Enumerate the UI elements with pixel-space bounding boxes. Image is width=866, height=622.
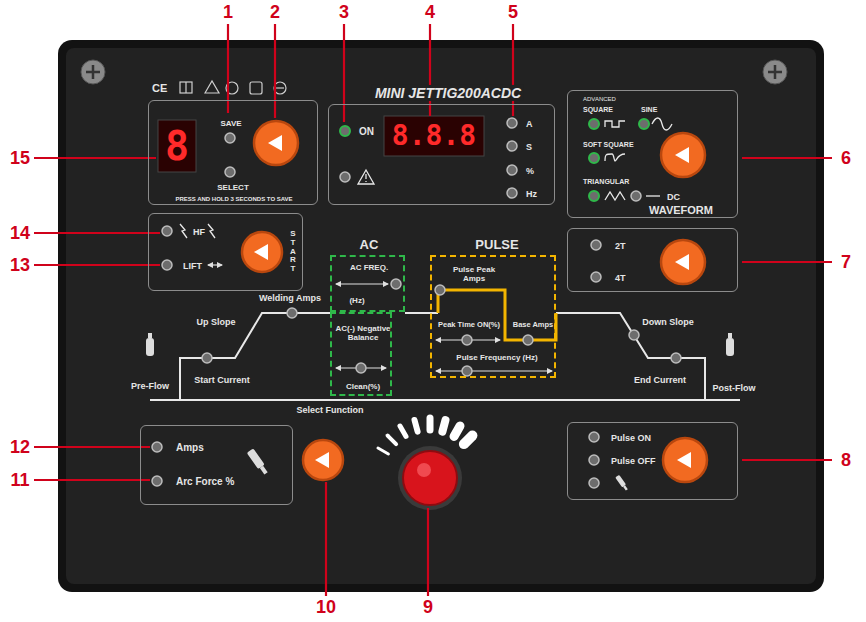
panel-label: Post-Flow bbox=[713, 383, 756, 393]
parameter-zone: ACAC FREQ.(Hz) bbox=[330, 255, 405, 312]
callout-number: 2 bbox=[270, 2, 280, 23]
panel-label: SELECT bbox=[217, 183, 249, 192]
panel-label: SQUARE bbox=[583, 106, 613, 114]
panel-label: AC FREQ. bbox=[350, 263, 388, 272]
panel-label: Pulse OFF bbox=[611, 456, 656, 466]
panel-label: Base Amps bbox=[513, 321, 554, 330]
panel-label: 2T bbox=[615, 241, 626, 251]
display-digit: 8.8.8 bbox=[392, 120, 476, 152]
callout-number: 6 bbox=[841, 148, 851, 169]
panel-label: DC bbox=[667, 192, 680, 202]
panel-label: ADVANCED bbox=[583, 96, 616, 103]
panel-label: Pulse Frequency (Hz) bbox=[456, 353, 537, 362]
panel-label: Amps bbox=[176, 442, 204, 454]
panel-label: Hz bbox=[526, 189, 537, 199]
certification-mark: CE bbox=[152, 82, 167, 95]
parameter-zone: PULSEPulse Peak AmpsPeak Time ON(%)Base … bbox=[430, 255, 556, 378]
panel-label: S bbox=[526, 142, 532, 152]
panel-label: AC bbox=[360, 238, 379, 253]
callout-number: 4 bbox=[425, 2, 435, 23]
panel-label: Start Current bbox=[194, 375, 250, 385]
panel-label: (Hz) bbox=[349, 296, 364, 305]
panel-label: START bbox=[289, 230, 297, 274]
panel-label: WAVEFORM bbox=[649, 204, 713, 217]
callout-number: 15 bbox=[10, 148, 30, 169]
panel-label: Up Slope bbox=[196, 317, 235, 327]
panel-label: SAVE bbox=[220, 119, 241, 128]
panel-label: SOFT SQUARE bbox=[583, 141, 634, 149]
model-name: MINI JETTIG200ACDC bbox=[372, 85, 524, 101]
panel-label: End Current bbox=[634, 375, 686, 385]
panel-label: % bbox=[526, 166, 534, 176]
display-digit: 8 bbox=[165, 123, 189, 169]
parameter-zone: AC(-) Negative BalanceClean(%) bbox=[330, 312, 392, 396]
panel-label: Pulse ON bbox=[611, 433, 651, 443]
panel-label: Welding Amps bbox=[259, 293, 321, 303]
panel-label: LIFT bbox=[183, 261, 202, 271]
callout-number: 9 bbox=[423, 597, 433, 618]
panel-label: PULSE bbox=[475, 238, 518, 253]
callout-number: 10 bbox=[316, 597, 336, 618]
panel-label: ON bbox=[359, 126, 374, 138]
panel-label: PRESS AND HOLD 3 SECONDS TO SAVE bbox=[175, 196, 292, 203]
control-group: HF LIFT START bbox=[148, 213, 303, 291]
panel-label: 4T bbox=[615, 273, 626, 283]
panel-label: Down Slope bbox=[642, 317, 694, 327]
panel-label: Peak Time ON(%) bbox=[438, 321, 500, 330]
callout-number: 13 bbox=[10, 255, 30, 276]
callout-number: 12 bbox=[10, 437, 30, 458]
panel-label: SINE bbox=[641, 106, 657, 114]
leader-lines bbox=[34, 24, 832, 596]
panel-label: Arc Force % bbox=[176, 476, 234, 488]
panel-label: HF bbox=[193, 227, 205, 237]
callout-number: 11 bbox=[10, 470, 29, 491]
panel-label: A bbox=[526, 119, 533, 129]
panel-label: AC(-) Negative Balance bbox=[335, 324, 391, 342]
panel-label: Select Function bbox=[296, 405, 363, 415]
callout-number: 1 bbox=[223, 2, 233, 23]
callout-number: 7 bbox=[841, 252, 851, 273]
callout-number: 8 bbox=[841, 450, 851, 471]
panel-label: Clean(%) bbox=[346, 382, 380, 391]
panel-label: Pulse Peak Amps bbox=[447, 265, 502, 283]
control-group: 2T 4T bbox=[567, 228, 738, 292]
callout-number: 3 bbox=[339, 2, 349, 23]
control-group: AmpsArc Force % bbox=[140, 425, 293, 505]
callout-number: 14 bbox=[10, 223, 30, 244]
panel-label: Pre-Flow bbox=[131, 381, 169, 391]
control-group: ADVANCED SQUARE SINE SOFT SQUARE TRIANGULAR D… bbox=[567, 90, 738, 218]
panel-label: TRIANGULAR bbox=[583, 178, 629, 186]
callout-number: 5 bbox=[508, 2, 518, 23]
control-group: Pulse ON Pulse OFF bbox=[567, 422, 738, 500]
